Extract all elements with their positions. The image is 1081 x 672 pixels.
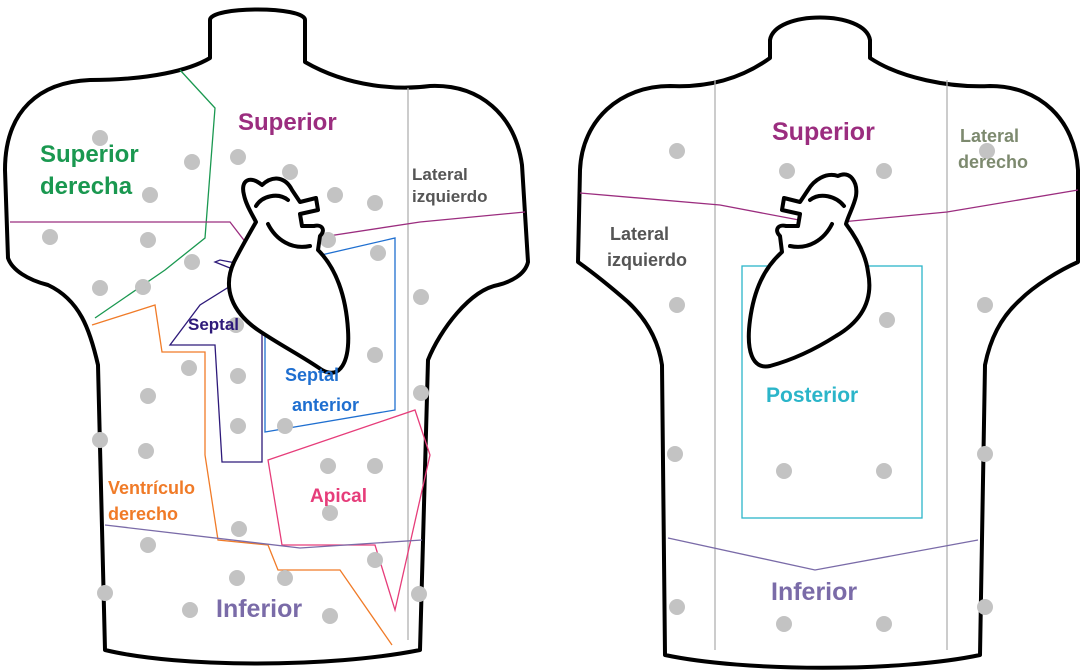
electrode-dot	[776, 463, 792, 479]
electrode-dot	[977, 599, 993, 615]
electrode-dot	[230, 368, 246, 384]
electrode-dot	[140, 388, 156, 404]
front-lateral-izquierdo-label-line2: izquierdo	[412, 187, 488, 206]
electrode-dot	[142, 187, 158, 203]
back-inferior-label: Inferior	[771, 578, 857, 606]
electrode-dot	[876, 616, 892, 632]
electrode-dot	[367, 458, 383, 474]
electrode-dot	[140, 232, 156, 248]
electrode-dot	[370, 245, 386, 261]
electrode-dot	[977, 297, 993, 313]
electrode-dot	[138, 443, 154, 459]
electrode-dot	[181, 360, 197, 376]
back-lateral-derecho-label-line1: Lateral	[960, 126, 1019, 146]
electrode-dot	[231, 521, 247, 537]
electrode-dot	[322, 608, 338, 624]
electrode-dot	[327, 187, 343, 203]
electrode-dot	[42, 229, 58, 245]
electrode-dot	[182, 602, 198, 618]
back-superior-label: Superior	[772, 118, 875, 146]
back-lateral-izquierdo-label-line1: Lateral	[610, 224, 669, 244]
electrode-dot	[97, 585, 113, 601]
electrode-dot	[879, 312, 895, 328]
electrode-dot	[322, 505, 338, 521]
front-apical-label: Apical	[310, 486, 367, 507]
electrode-dot	[140, 537, 156, 553]
electrode-dot	[413, 289, 429, 305]
electrode-dot	[669, 599, 685, 615]
electrode-dot	[229, 570, 245, 586]
electrode-dot	[367, 347, 383, 363]
electrode-dot	[92, 280, 108, 296]
electrode-dot	[230, 418, 246, 434]
front-septal-anterior-label-line2: anterior	[292, 395, 359, 415]
electrode-dot	[184, 154, 200, 170]
back-torso-view: Superior Lateral derecho Lateral izquier…	[578, 18, 1078, 668]
electrode-dot	[669, 143, 685, 159]
electrode-dot	[413, 385, 429, 401]
front-superior-label: Superior	[238, 109, 337, 136]
front-septal-label: Septal	[188, 315, 239, 334]
back-posterior-label: Posterior	[766, 384, 858, 407]
electrode-dot	[92, 432, 108, 448]
electrode-dot	[320, 458, 336, 474]
front-ventriculo-derecho-label-line2: derecho	[108, 504, 178, 524]
back-lateral-izquierdo-label-line2: izquierdo	[607, 250, 687, 270]
front-lateral-izquierdo-label-line1: Lateral	[412, 165, 468, 184]
front-inferior-label: Inferior	[216, 595, 302, 623]
electrode-dot	[876, 163, 892, 179]
electrode-dot	[367, 195, 383, 211]
front-septal-anterior-label-line1: Septal	[285, 365, 339, 385]
electrode-dot	[669, 297, 685, 313]
electrode-dot	[277, 570, 293, 586]
electrode-dot	[776, 616, 792, 632]
front-ventriculo-derecho-label-line1: Ventrículo	[108, 478, 195, 498]
electrode-dot	[367, 552, 383, 568]
front-torso-view: Superior Superior derecha Lateral izquie…	[5, 10, 528, 664]
electrode-dot	[230, 149, 246, 165]
electrode-dot	[667, 446, 683, 462]
electrode-dot	[282, 164, 298, 180]
electrode-dot	[277, 418, 293, 434]
electrode-dot	[135, 279, 151, 295]
electrode-dot	[411, 586, 427, 602]
front-superior-derecha-label-line1: Superior	[40, 141, 139, 168]
back-lateral-derecho-label-line2: derecho	[958, 152, 1028, 172]
electrode-dot	[876, 463, 892, 479]
front-superior-derecha-label-line2: derecha	[40, 173, 133, 200]
electrode-dot	[779, 163, 795, 179]
electrode-dot	[184, 254, 200, 270]
electrode-dot	[977, 446, 993, 462]
